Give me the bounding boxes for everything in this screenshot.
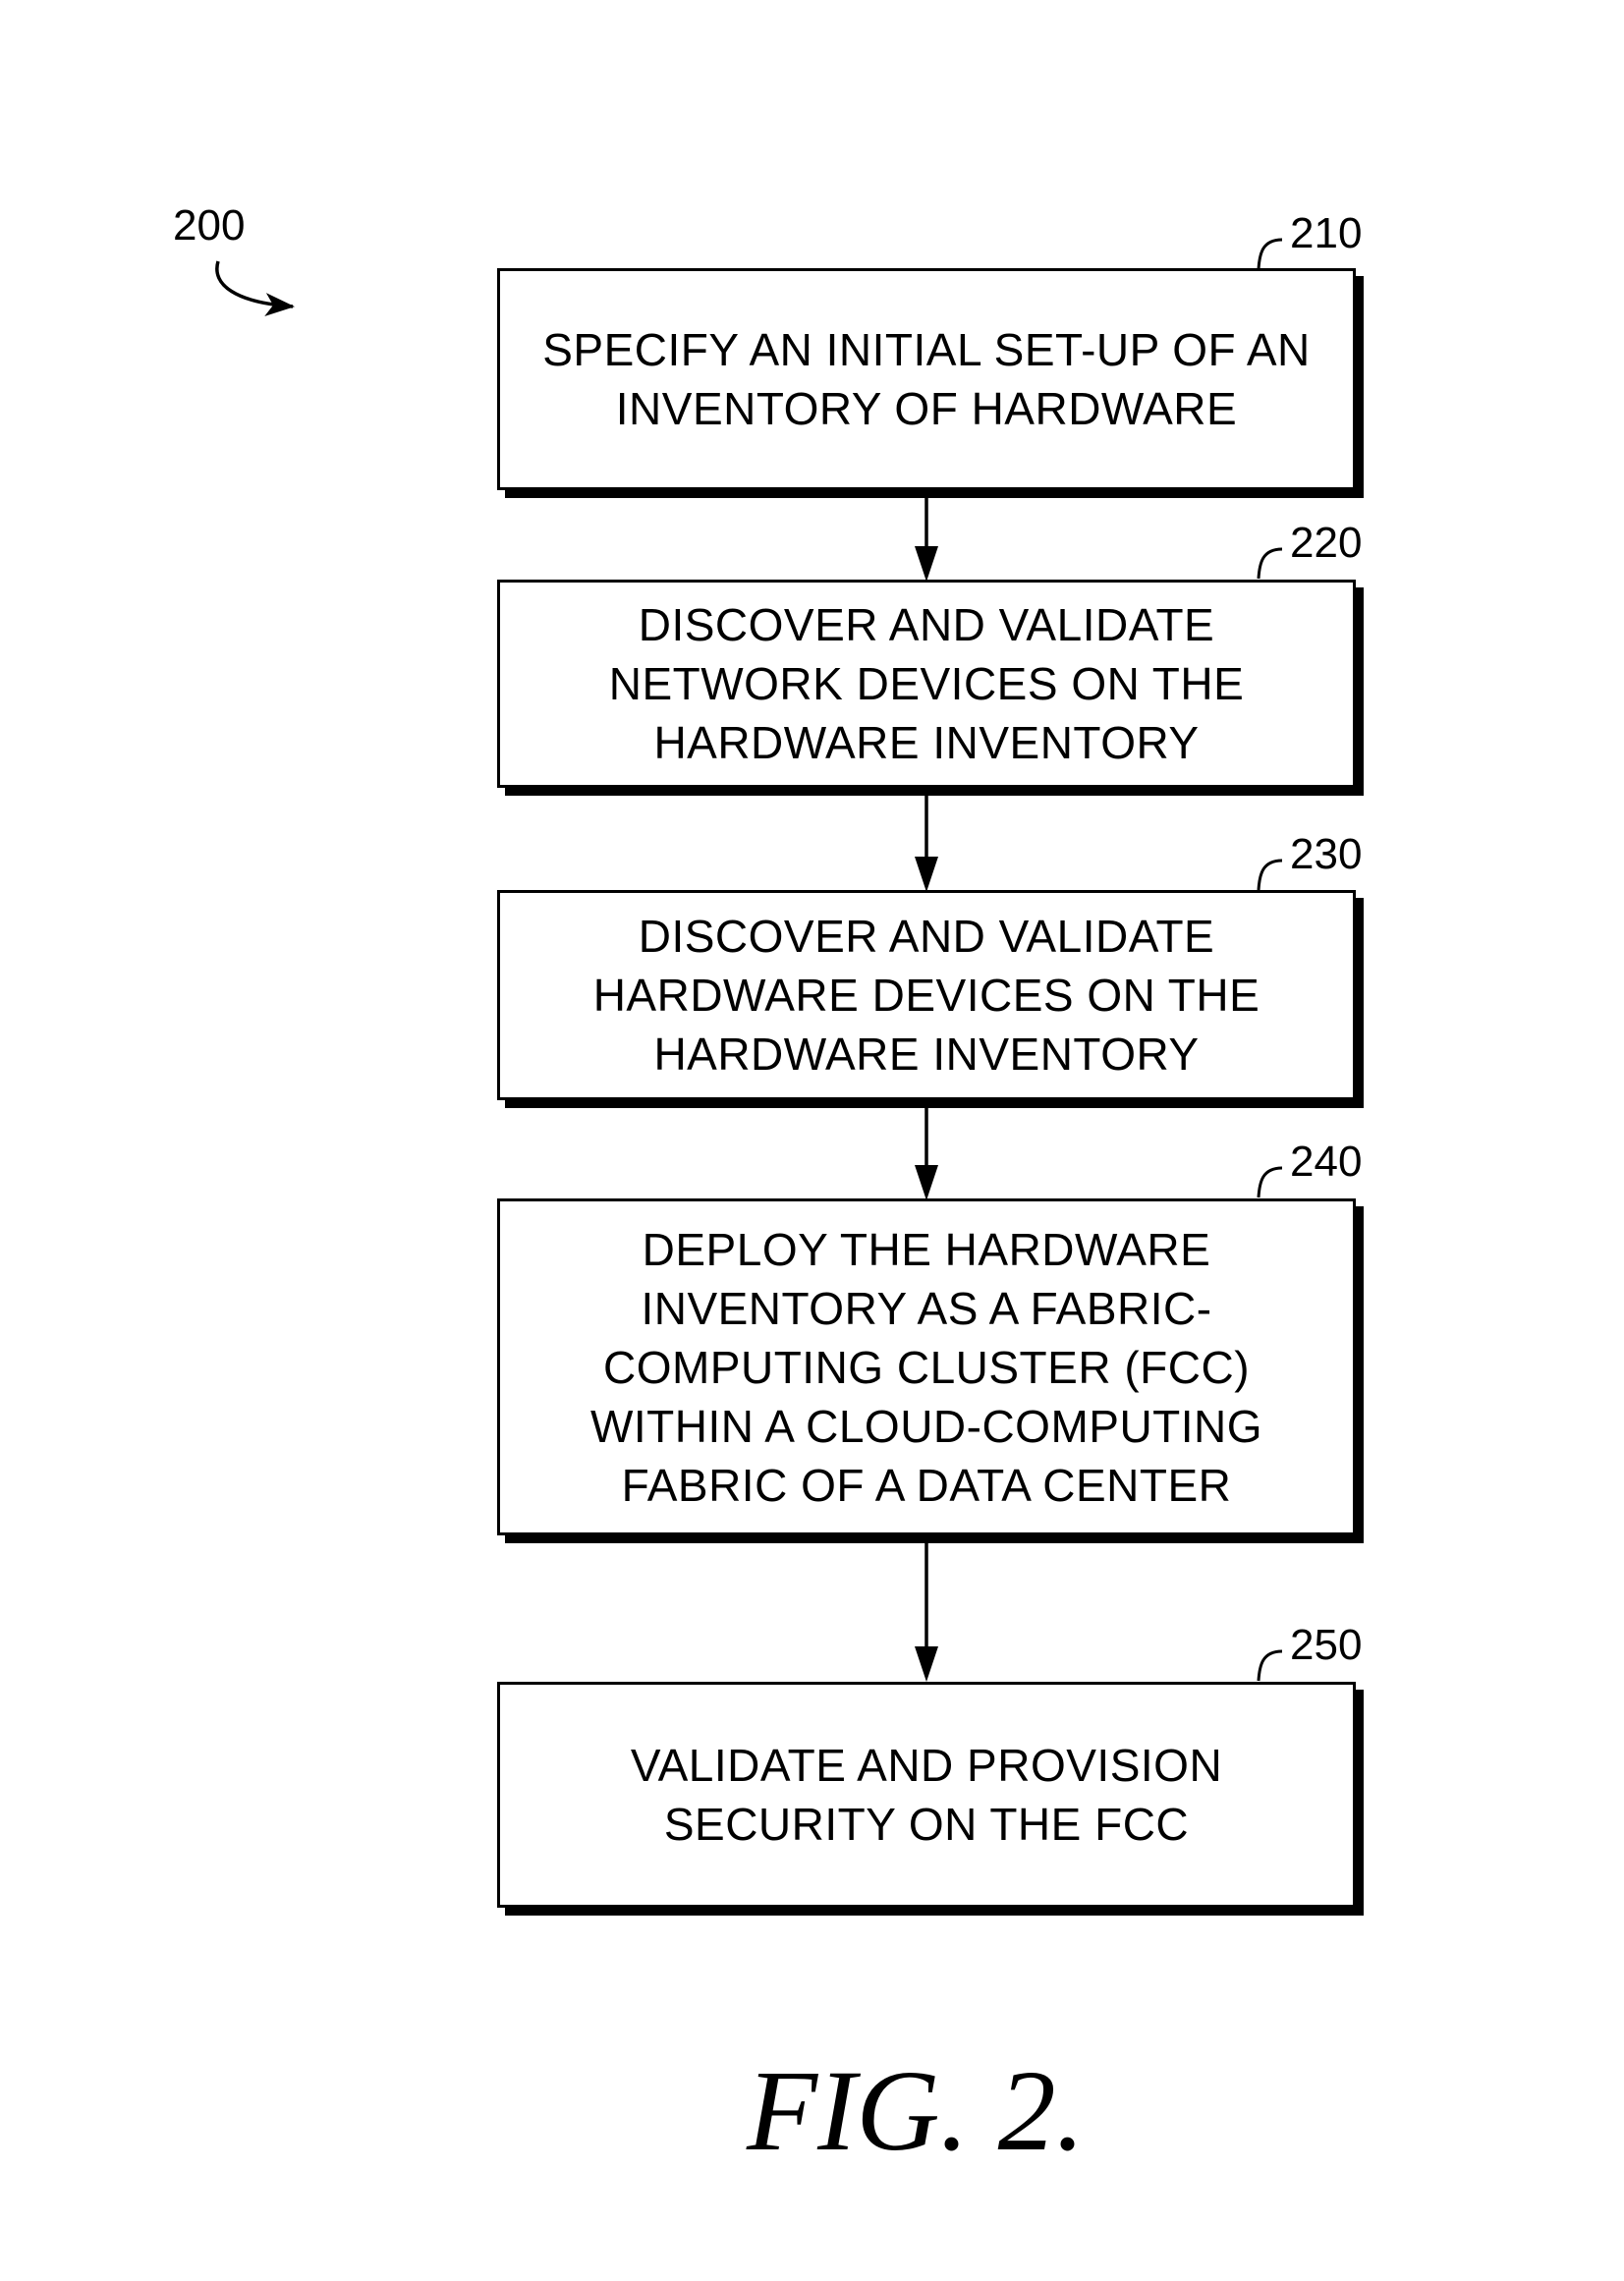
step-box-210: SPECIFY AN INITIAL SET-UP OF AN INVENTOR…: [497, 268, 1356, 490]
figure-ref-label: 200: [173, 204, 245, 248]
flow-arrow-220-230: [915, 794, 938, 892]
flow-arrow-230-240: [915, 1106, 938, 1200]
figure-ref-arrow: [217, 261, 293, 306]
step-ref-240: 240: [1290, 1140, 1362, 1184]
step-box-220: DISCOVER AND VALIDATE NETWORK DEVICES ON…: [497, 580, 1356, 788]
step-text-230: DISCOVER AND VALIDATE HARDWARE DEVICES O…: [593, 907, 1260, 1084]
ref-leader-230: [1259, 861, 1282, 890]
ref-leader-240: [1259, 1168, 1282, 1197]
step-ref-230: 230: [1290, 833, 1362, 876]
flow-arrow-240-250: [915, 1541, 938, 1682]
ref-leader-220: [1259, 549, 1282, 579]
step-ref-220: 220: [1290, 522, 1362, 565]
ref-leader-250: [1259, 1651, 1282, 1681]
flow-arrow-210-220: [915, 498, 938, 582]
step-text-220: DISCOVER AND VALIDATE NETWORK DEVICES ON…: [609, 595, 1245, 772]
step-ref-250: 250: [1290, 1624, 1362, 1667]
figure-caption: FIG. 2.: [747, 2053, 1085, 2169]
step-text-250: VALIDATE AND PROVISION SECURITY ON THE F…: [631, 1736, 1222, 1854]
step-text-240: DEPLOY THE HARDWARE INVENTORY AS A FABRI…: [590, 1220, 1262, 1515]
step-box-230: DISCOVER AND VALIDATE HARDWARE DEVICES O…: [497, 890, 1356, 1100]
ref-leader-210: [1259, 240, 1282, 269]
step-ref-210: 210: [1290, 212, 1362, 255]
step-box-240: DEPLOY THE HARDWARE INVENTORY AS A FABRI…: [497, 1198, 1356, 1535]
step-text-210: SPECIFY AN INITIAL SET-UP OF AN INVENTOR…: [542, 320, 1311, 438]
step-box-250: VALIDATE AND PROVISION SECURITY ON THE F…: [497, 1682, 1356, 1908]
